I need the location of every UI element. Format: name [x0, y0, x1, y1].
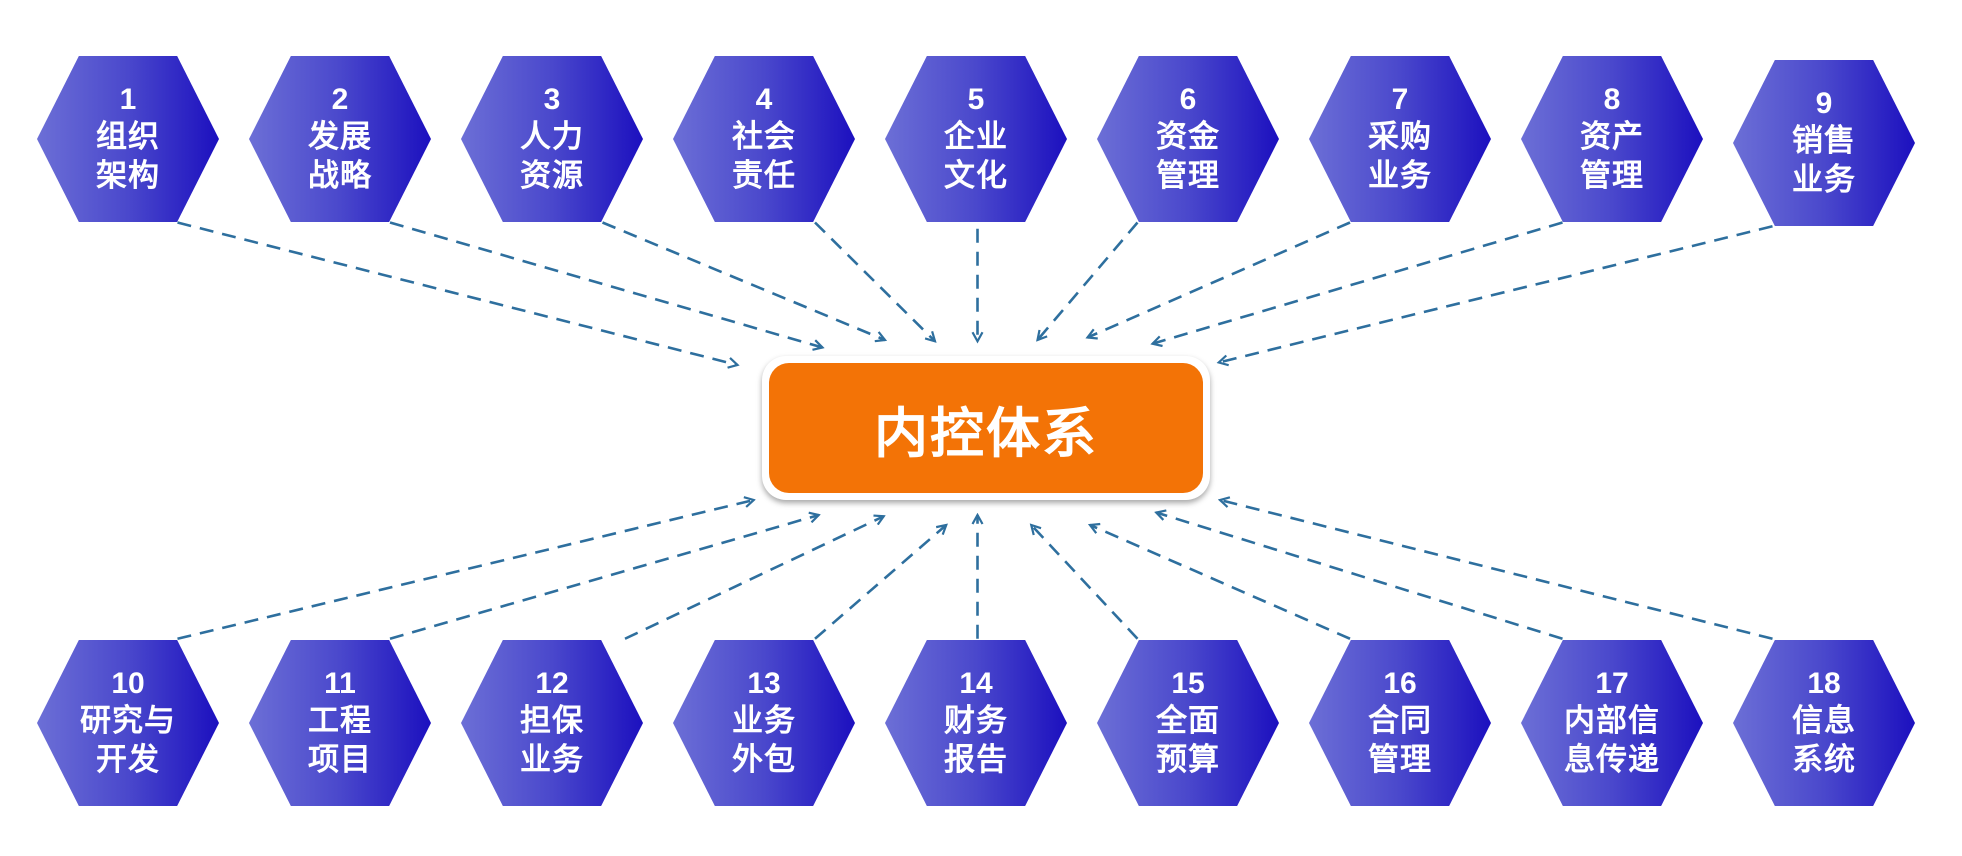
- dashed-arrow-12: [624, 516, 884, 640]
- module-number: 12: [535, 667, 569, 700]
- module-number: 3: [543, 83, 561, 116]
- module-label-line: 资源: [520, 158, 584, 194]
- module-number: 6: [1179, 83, 1197, 116]
- module-label-line: 管理: [1156, 158, 1220, 194]
- module-number: 1: [119, 83, 137, 116]
- module-label-line: 业务: [520, 742, 584, 778]
- module-label-line: 系统: [1792, 742, 1856, 778]
- dashed-arrow-10: [177, 500, 754, 641]
- module-label-line: 文化: [944, 158, 1008, 194]
- module-label-line: 战略: [308, 158, 372, 194]
- module-label-line: 业务: [732, 703, 796, 739]
- module-number: 15: [1171, 667, 1205, 700]
- dashed-arrow-3: [602, 221, 886, 341]
- module-label-line: 管理: [1580, 158, 1644, 194]
- module-label-line: 息传递: [1564, 742, 1660, 778]
- module-number: 18: [1807, 667, 1841, 700]
- dashed-arrow-8: [1153, 221, 1563, 344]
- module-label-line: 资产: [1580, 119, 1644, 155]
- dashed-arrow-18: [1220, 500, 1773, 641]
- dashed-arrow-1: [177, 221, 738, 366]
- module-label-line: 报告: [944, 742, 1008, 778]
- dashed-arrow-7: [1088, 221, 1351, 338]
- center-label: 内控体系: [769, 363, 1203, 493]
- module-label-line: 发展: [308, 119, 372, 155]
- dashed-arrow-2: [389, 221, 823, 348]
- dashed-arrow-6: [1038, 221, 1139, 341]
- dashed-arrow-15: [1031, 525, 1139, 640]
- module-label-line: 企业: [944, 119, 1008, 155]
- module-number: 9: [1815, 87, 1833, 120]
- module-label-line: 外包: [732, 742, 796, 778]
- module-label-line: 社会: [732, 119, 796, 155]
- module-label-line: 研究与: [80, 703, 176, 739]
- dashed-arrow-13: [814, 525, 946, 640]
- dashed-arrow-17: [1156, 513, 1563, 640]
- module-number: 4: [755, 83, 773, 116]
- dashed-arrow-16: [1090, 525, 1351, 640]
- module-label-line: 工程: [308, 703, 372, 739]
- internal-control-system-box[interactable]: 内控体系: [762, 356, 1210, 500]
- module-label-line: 开发: [96, 742, 160, 778]
- module-label-line: 采购: [1368, 119, 1432, 155]
- module-label-line: 资金: [1156, 119, 1220, 155]
- module-label-line: 财务: [944, 703, 1008, 739]
- module-label-line: 预算: [1156, 742, 1220, 778]
- module-number: 8: [1603, 83, 1621, 116]
- module-number: 2: [331, 83, 349, 116]
- module-label-line: 销售: [1792, 123, 1856, 159]
- module-number: 5: [967, 83, 985, 116]
- module-number: 16: [1383, 667, 1417, 700]
- module-number: 13: [747, 667, 781, 700]
- module-label-line: 项目: [308, 742, 372, 778]
- dashed-arrow-4: [814, 221, 935, 342]
- module-label-line: 合同: [1368, 703, 1432, 739]
- module-number: 11: [324, 667, 356, 700]
- dashed-arrow-9: [1219, 224, 1773, 362]
- module-number: 14: [959, 667, 993, 700]
- module-label-line: 责任: [732, 158, 796, 194]
- module-label-line: 业务: [1368, 158, 1432, 194]
- module-label-line: 组织: [96, 119, 160, 155]
- module-label-line: 担保: [520, 703, 584, 739]
- module-number: 7: [1391, 83, 1409, 116]
- module-label-line: 内部信: [1564, 703, 1660, 739]
- module-label-line: 管理: [1368, 742, 1432, 778]
- module-number: 10: [111, 667, 145, 700]
- module-label-line: 人力: [520, 119, 584, 155]
- module-number: 17: [1595, 667, 1629, 700]
- module-label-line: 架构: [96, 158, 160, 194]
- module-label-line: 全面: [1156, 703, 1220, 739]
- dashed-arrow-11: [389, 515, 819, 640]
- module-label-line: 信息: [1792, 703, 1856, 739]
- module-label-line: 业务: [1792, 162, 1856, 198]
